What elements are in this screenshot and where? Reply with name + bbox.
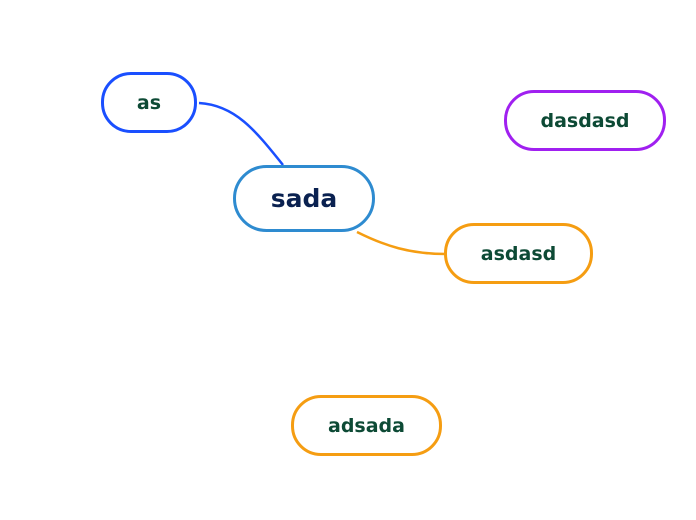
node-label: asdasd	[480, 242, 557, 265]
node-label: dasdasd	[540, 109, 630, 132]
node-dasdasd[interactable]: dasdasd	[504, 90, 666, 151]
central-node-sada[interactable]: sada	[233, 165, 375, 232]
node-as[interactable]: as	[101, 72, 197, 133]
central-node-label: sada	[270, 184, 338, 213]
node-label: adsada	[328, 414, 405, 437]
node-asdasd[interactable]: asdasd	[444, 223, 593, 284]
node-label: as	[136, 91, 162, 114]
connection-sada-asdasd	[356, 230, 447, 256]
connection-sada-as	[198, 101, 284, 166]
node-adsada[interactable]: adsada	[291, 395, 442, 456]
